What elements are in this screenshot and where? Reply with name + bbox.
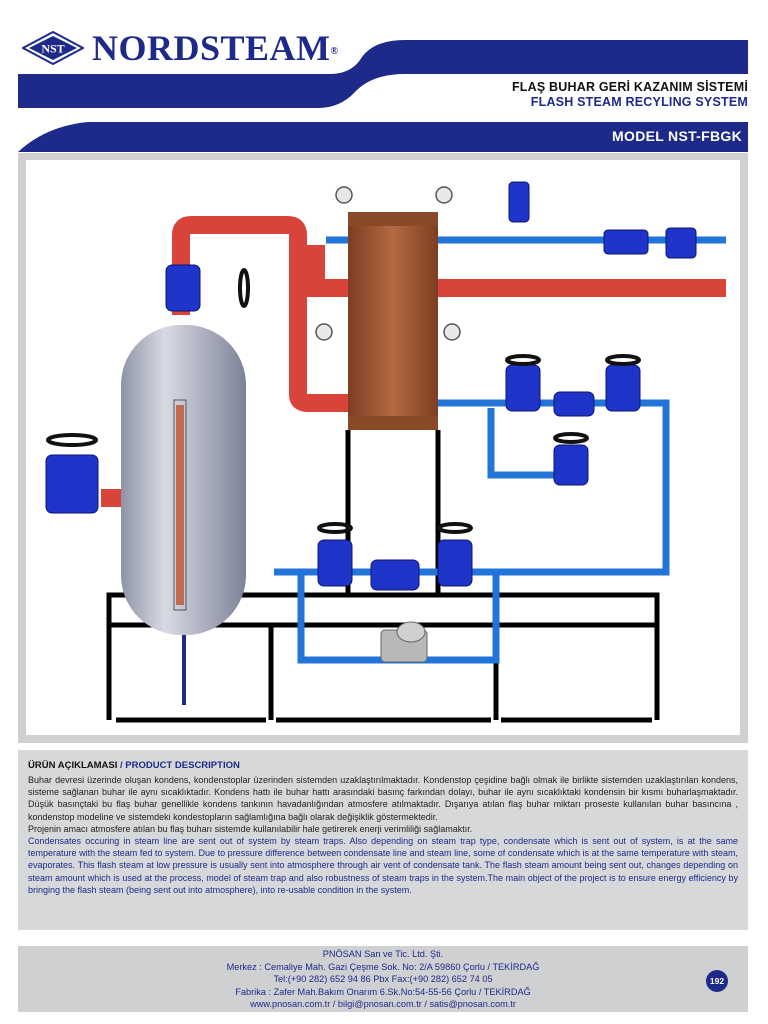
description-english: Condensates occuring in steam line are s… (28, 836, 738, 895)
hq-address: Merkez : Cemaliye Mah. Gazi Çeşme Sok. N… (226, 961, 540, 972)
factory-address: Fabrika : Zafer Mah.Bakım Onarım 6.Sk.No… (235, 986, 531, 997)
valves (45, 181, 697, 591)
page-header: NST NORDSTEAM® FLAŞ BUHAR GERİ KAZANIM S… (0, 0, 768, 110)
description-turkish: Buhar devresi üzerinde oluşan kondens, k… (28, 775, 738, 822)
system-illustration (26, 160, 740, 735)
plate-heat-exchanger (348, 212, 438, 430)
web-contacts[interactable]: www.pnosan.com.tr / bilgi@pnosan.com.tr … (250, 999, 516, 1010)
valve-handwheels (46, 268, 641, 534)
phone-fax: Tel:(+90 282) 652 94 86 Pbx Fax:(+90 282… (273, 974, 493, 985)
flash-steam-line (101, 216, 726, 507)
pressure-gauges (315, 186, 461, 341)
model-label: MODEL NST-FBGK (612, 128, 742, 144)
model-bar (18, 122, 748, 152)
company-footer: PNÖSAN San ve Tic. Ltd. Şti. Merkez : Ce… (18, 946, 748, 1012)
product-description: ÜRÜN AÇIKLAMASI / PRODUCT DESCRIPTION Bu… (18, 750, 748, 930)
flash-vessel (121, 325, 246, 705)
actuated-y-valve (380, 621, 428, 663)
description-heading: ÜRÜN AÇIKLAMASI / PRODUCT DESCRIPTION (28, 760, 240, 771)
system-illustration-frame (18, 153, 748, 743)
description-turkish-goal: Projenin amacı atmosfere atılan bu flaş … (28, 823, 473, 834)
nst-logo: NST (22, 31, 84, 65)
title-english: FLASH STEAM RECYLING SYSTEM (530, 95, 748, 109)
title-turkish: FLAŞ BUHAR GERİ KAZANIM SİSTEMİ (511, 80, 748, 94)
brand-name: NORDSTEAM® (92, 28, 339, 68)
header-band (18, 40, 748, 108)
company-name: PNÖSAN San ve Tic. Ltd. Şti. (322, 949, 444, 959)
svg-text:NST: NST (41, 42, 64, 56)
page-number-badge: 192 (706, 970, 728, 992)
